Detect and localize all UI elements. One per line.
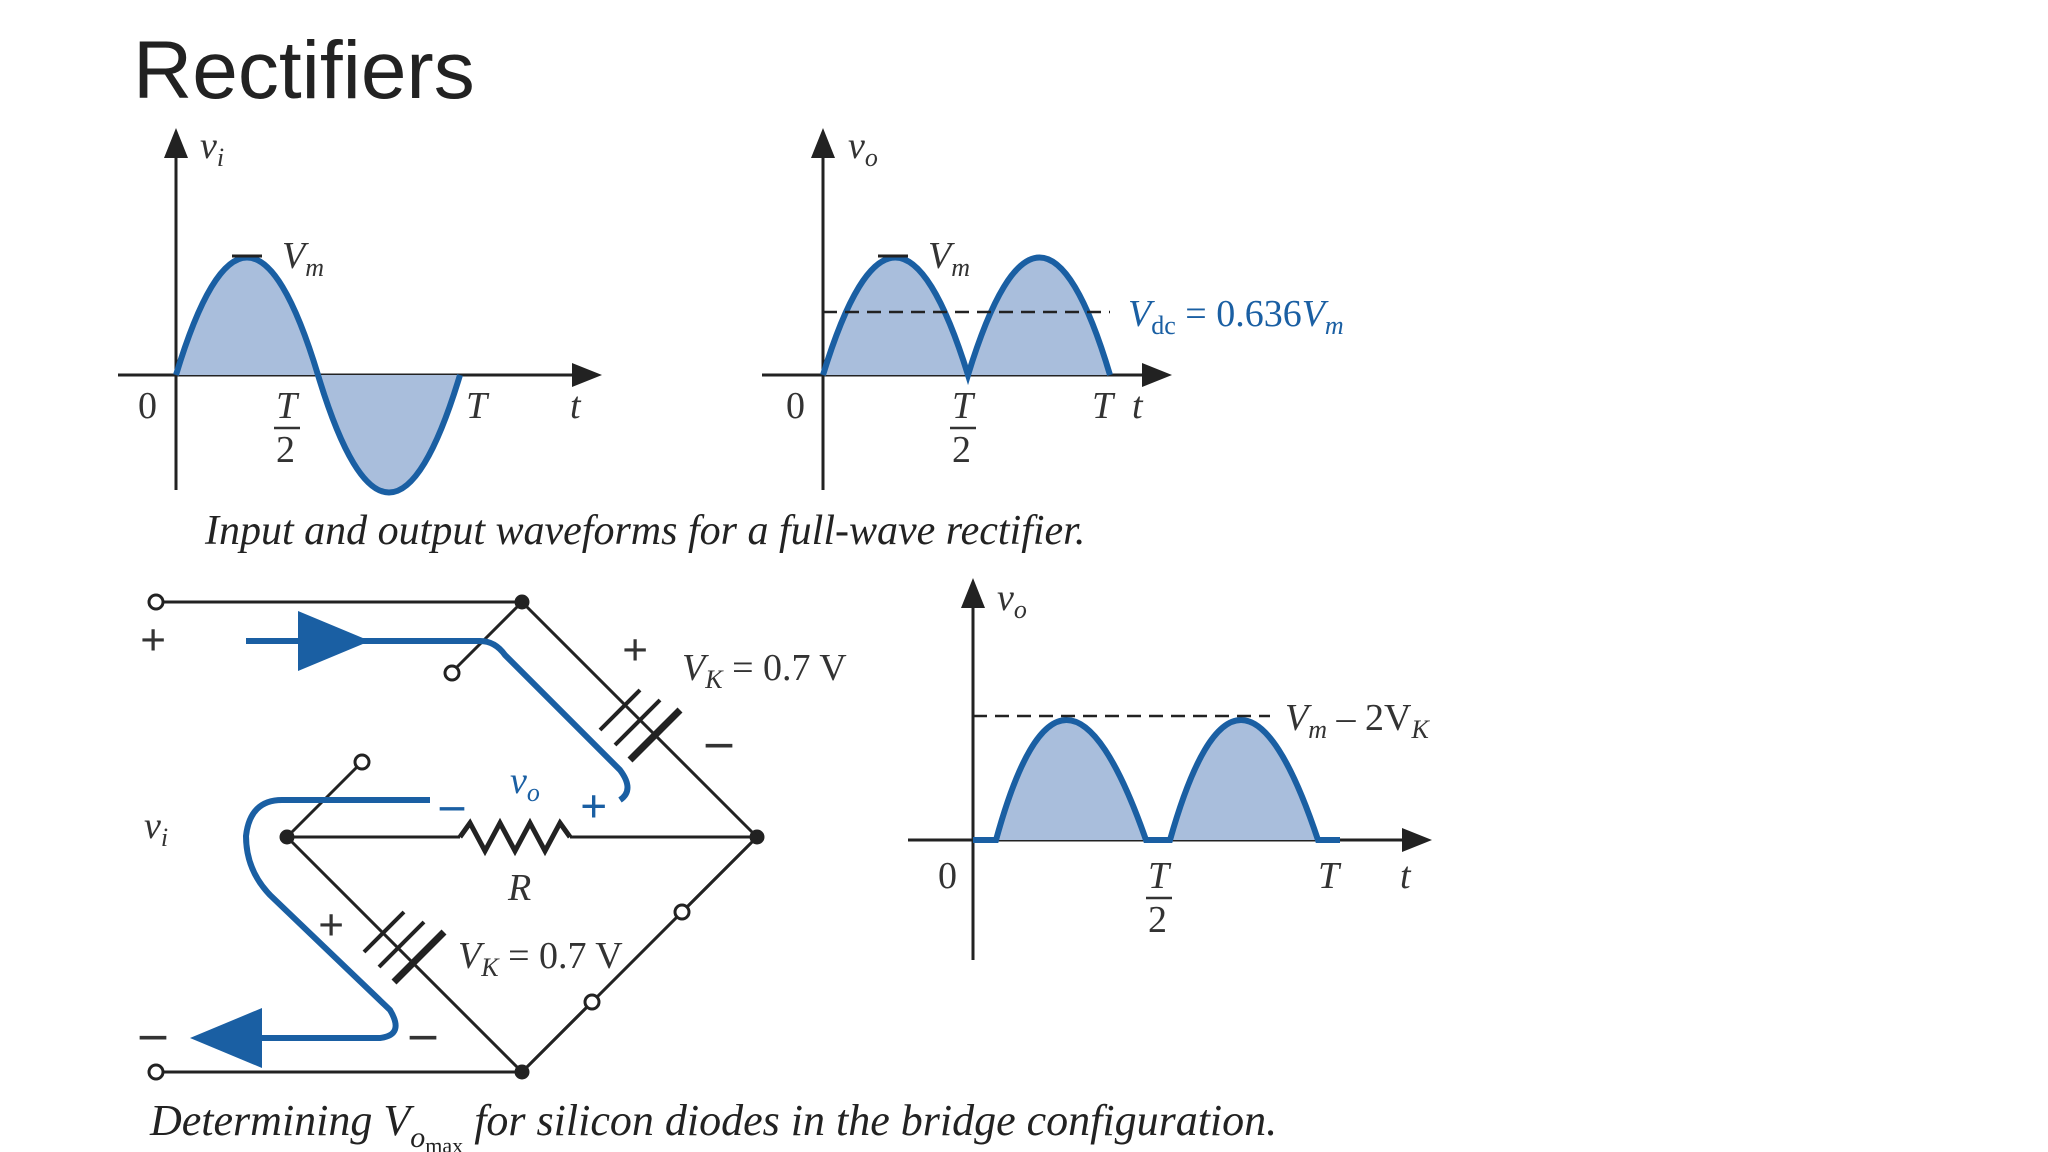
input-sine-curve — [173, 254, 463, 496]
stub-right — [684, 835, 759, 910]
input-xlabel: t — [570, 385, 582, 427]
diode1-plus: + — [622, 624, 648, 675]
figure2-caption: Determining Vomax for silicon diodes in … — [149, 1096, 1277, 1152]
current-segment-top — [340, 638, 631, 803]
diode2-minus: – — [409, 1005, 437, 1062]
output-ylabel: vo — [848, 125, 878, 172]
bridge-ylabel: vo — [997, 577, 1027, 624]
resistor-R — [457, 817, 573, 857]
output-peak-label: Vm — [928, 235, 970, 282]
output-period: T — [1092, 385, 1116, 427]
bridge-output-plot: vo Vm – 2VK 0 T 2 T t — [908, 577, 1432, 960]
terminal-bottom-left — [147, 1063, 165, 1081]
vo-label: vo — [510, 760, 540, 807]
input-half-period: T — [276, 385, 300, 427]
bridge-origin: 0 — [938, 855, 957, 897]
output-waveform-plot: vo Vm Vdc = 0.636Vm 0 T 2 T t — [762, 125, 1344, 490]
output-origin: 0 — [786, 385, 805, 427]
resistor-label: R — [507, 867, 531, 909]
input-ylabel: vi — [200, 125, 224, 172]
vi-label: vi — [144, 805, 168, 852]
output-dc-label: Vdc = 0.636Vm — [1128, 293, 1344, 340]
stub-bottom — [520, 1004, 590, 1074]
bridge-xlabel: t — [1400, 855, 1412, 897]
bridge-period: T — [1318, 855, 1342, 897]
input-origin: 0 — [138, 385, 157, 427]
input-waveform-plot: vi Vm 0 T 2 T t — [118, 125, 602, 496]
output-half-period: T — [952, 385, 976, 427]
figure1-caption: Input and output waveforms for a full-wa… — [204, 508, 1085, 554]
terminal-top-left — [147, 593, 165, 611]
diode1-label: VK = 0.7 V — [682, 647, 847, 694]
diode1-plate-c — [627, 707, 683, 763]
output-rectified-curve — [820, 254, 1113, 386]
stub-left-end — [353, 753, 371, 771]
arm-bottom-left — [285, 835, 524, 1074]
input-plus: + — [140, 614, 166, 665]
diode2-plate-a — [362, 910, 406, 954]
stub-top — [454, 600, 524, 670]
stub-right-end — [673, 903, 691, 921]
circuit-labels: + – vi vo – + R + – VK = 0.7 V + – VK = … — [139, 614, 847, 1062]
current-path — [190, 611, 631, 1068]
input-period: T — [466, 385, 490, 427]
current-segment-bottom — [190, 797, 430, 1068]
input-peak-label: Vm — [282, 235, 324, 282]
diode2-label: VK = 0.7 V — [458, 935, 623, 982]
diode2-plate-b — [377, 920, 426, 969]
diode1-plate-a — [598, 688, 642, 732]
output-half-den: 2 — [952, 429, 971, 471]
diode1-plate-b — [613, 698, 662, 747]
diode2-plus: + — [318, 899, 344, 950]
output-xlabel: t — [1132, 385, 1144, 427]
bridge-output-fill — [996, 720, 1318, 840]
bridge-circuit — [147, 593, 765, 1081]
bridge-half-den: 2 — [1148, 899, 1167, 941]
slide-title: Rectifiers — [133, 25, 475, 116]
bridge-level-label: Vm – 2VK — [1285, 697, 1430, 744]
diode1-minus: – — [705, 713, 733, 770]
stub-bottom-end — [583, 993, 601, 1011]
input-half-den: 2 — [276, 429, 295, 471]
output-rectified-fill — [823, 257, 1110, 375]
bridge-output-curve — [973, 717, 1340, 843]
diode2-plate-c — [391, 929, 447, 985]
input-minus: – — [139, 1005, 167, 1062]
stub-top-end — [443, 664, 461, 682]
vo-plus: + — [580, 780, 607, 833]
bridge-half-period: T — [1148, 855, 1172, 897]
vo-minus: – — [439, 778, 465, 831]
